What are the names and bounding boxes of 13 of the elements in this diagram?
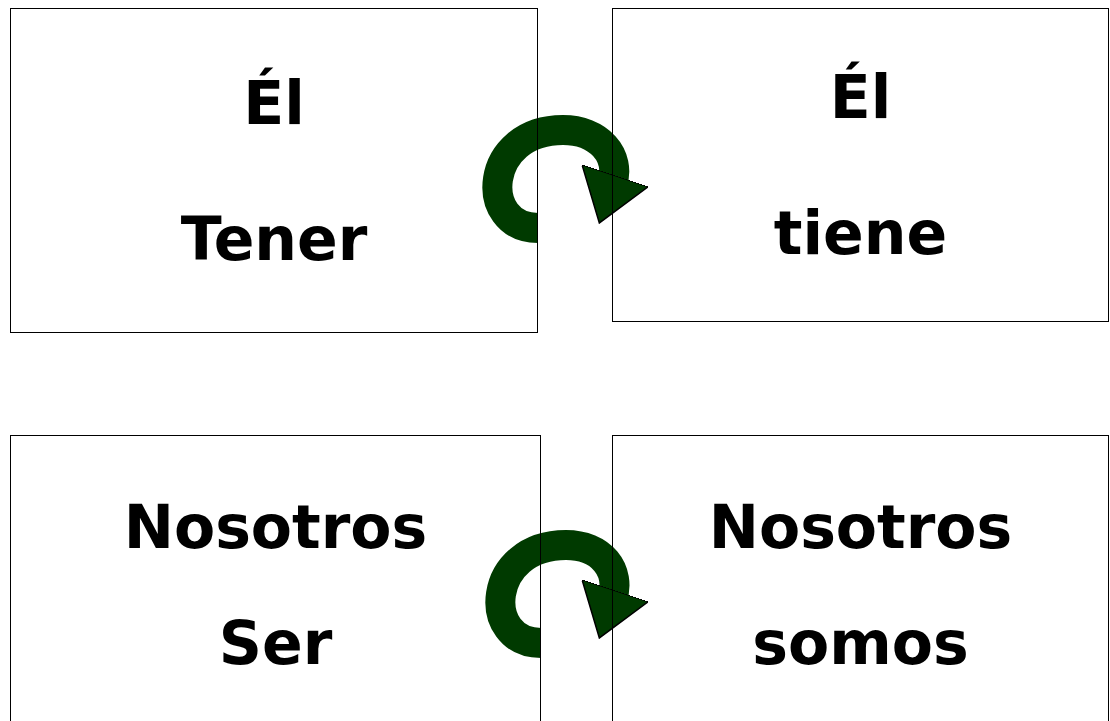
card-box bbox=[612, 8, 1109, 322]
pronoun-text: Nosotros bbox=[123, 494, 428, 560]
curved-arrow bbox=[482, 115, 650, 243]
card-box bbox=[10, 8, 538, 333]
card-box bbox=[612, 435, 1109, 721]
verb-text: tiene bbox=[773, 200, 948, 266]
pronoun-text: Él bbox=[243, 69, 305, 136]
verb-text: Tener bbox=[180, 205, 368, 272]
verb-text: Ser bbox=[218, 610, 333, 676]
curved-arrow bbox=[485, 530, 650, 658]
verb-text: somos bbox=[752, 610, 969, 676]
pronoun-text: Nosotros bbox=[708, 494, 1013, 560]
card-box bbox=[10, 435, 541, 721]
